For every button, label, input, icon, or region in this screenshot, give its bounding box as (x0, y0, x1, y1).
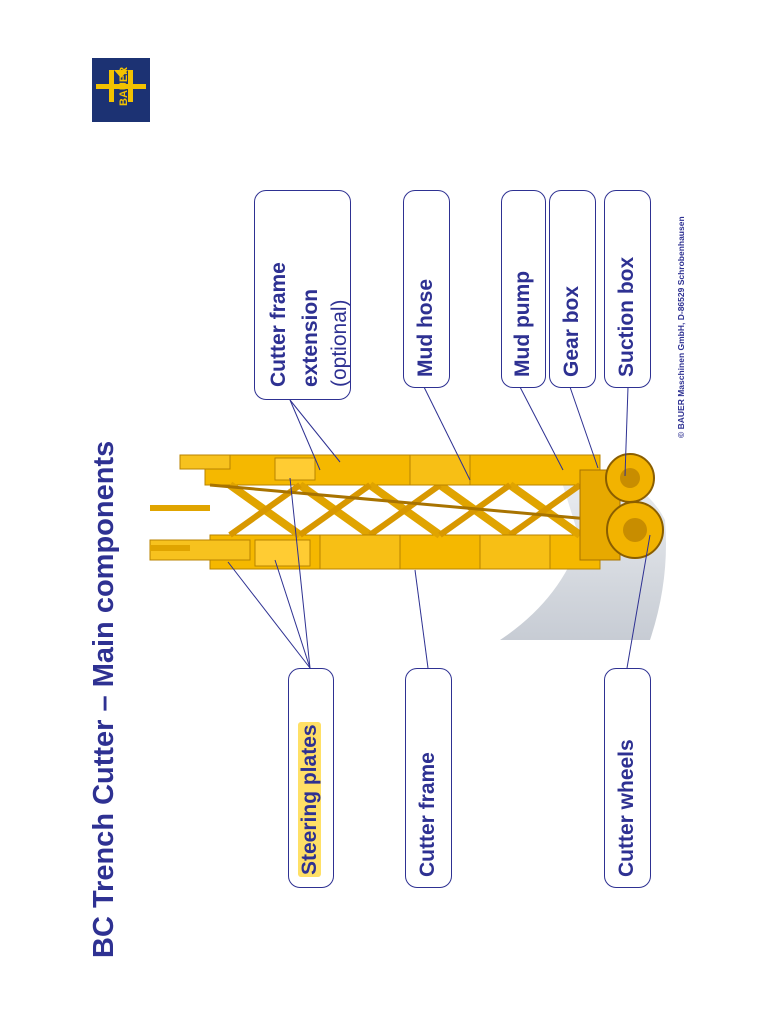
bauer-logo: BAUER (92, 58, 150, 122)
cutter-wheels (605, 453, 664, 559)
logo-text: BAUER (118, 67, 130, 106)
label-cutter-frame: Cutter frame (416, 752, 439, 877)
label-box-mud-hose: Mud hose (403, 190, 450, 388)
label-box-mud-pump: Mud pump (501, 190, 546, 388)
label-mud-pump: Mud pump (511, 270, 534, 377)
label-mud-hose: Mud hose (414, 279, 437, 377)
leader-lines (227, 386, 651, 669)
label-cutter-frame-extension-line2: extension (299, 288, 322, 387)
label-cutter-frame-extension-line3: (optional) (328, 299, 351, 387)
label-cutter-frame-extension-line1: Cutter frame (267, 262, 290, 387)
bauer-logo-icon: BAUER (96, 67, 146, 106)
copyright-footer: © BAUER Maschinen GmbH, D-86529 Schroben… (676, 216, 686, 438)
cutter-frame-body (149, 454, 621, 570)
label-steering-plates: Steering plates (298, 722, 321, 877)
label-cutter-wheels: Cutter wheels (615, 739, 638, 877)
label-suction-box: Suction box (615, 256, 638, 377)
label-gear-box: Gear box (560, 285, 583, 377)
label-box-suction-box: Suction box (604, 190, 651, 388)
label-box-gear-box: Gear box (549, 190, 596, 388)
label-box-cutter-frame-extension: Cutter frame extension (optional) (254, 190, 351, 400)
label-box-cutter-frame: Cutter frame (405, 668, 452, 888)
label-box-steering-plates: Steering plates (288, 668, 334, 888)
label-box-cutter-wheels: Cutter wheels (604, 668, 651, 888)
